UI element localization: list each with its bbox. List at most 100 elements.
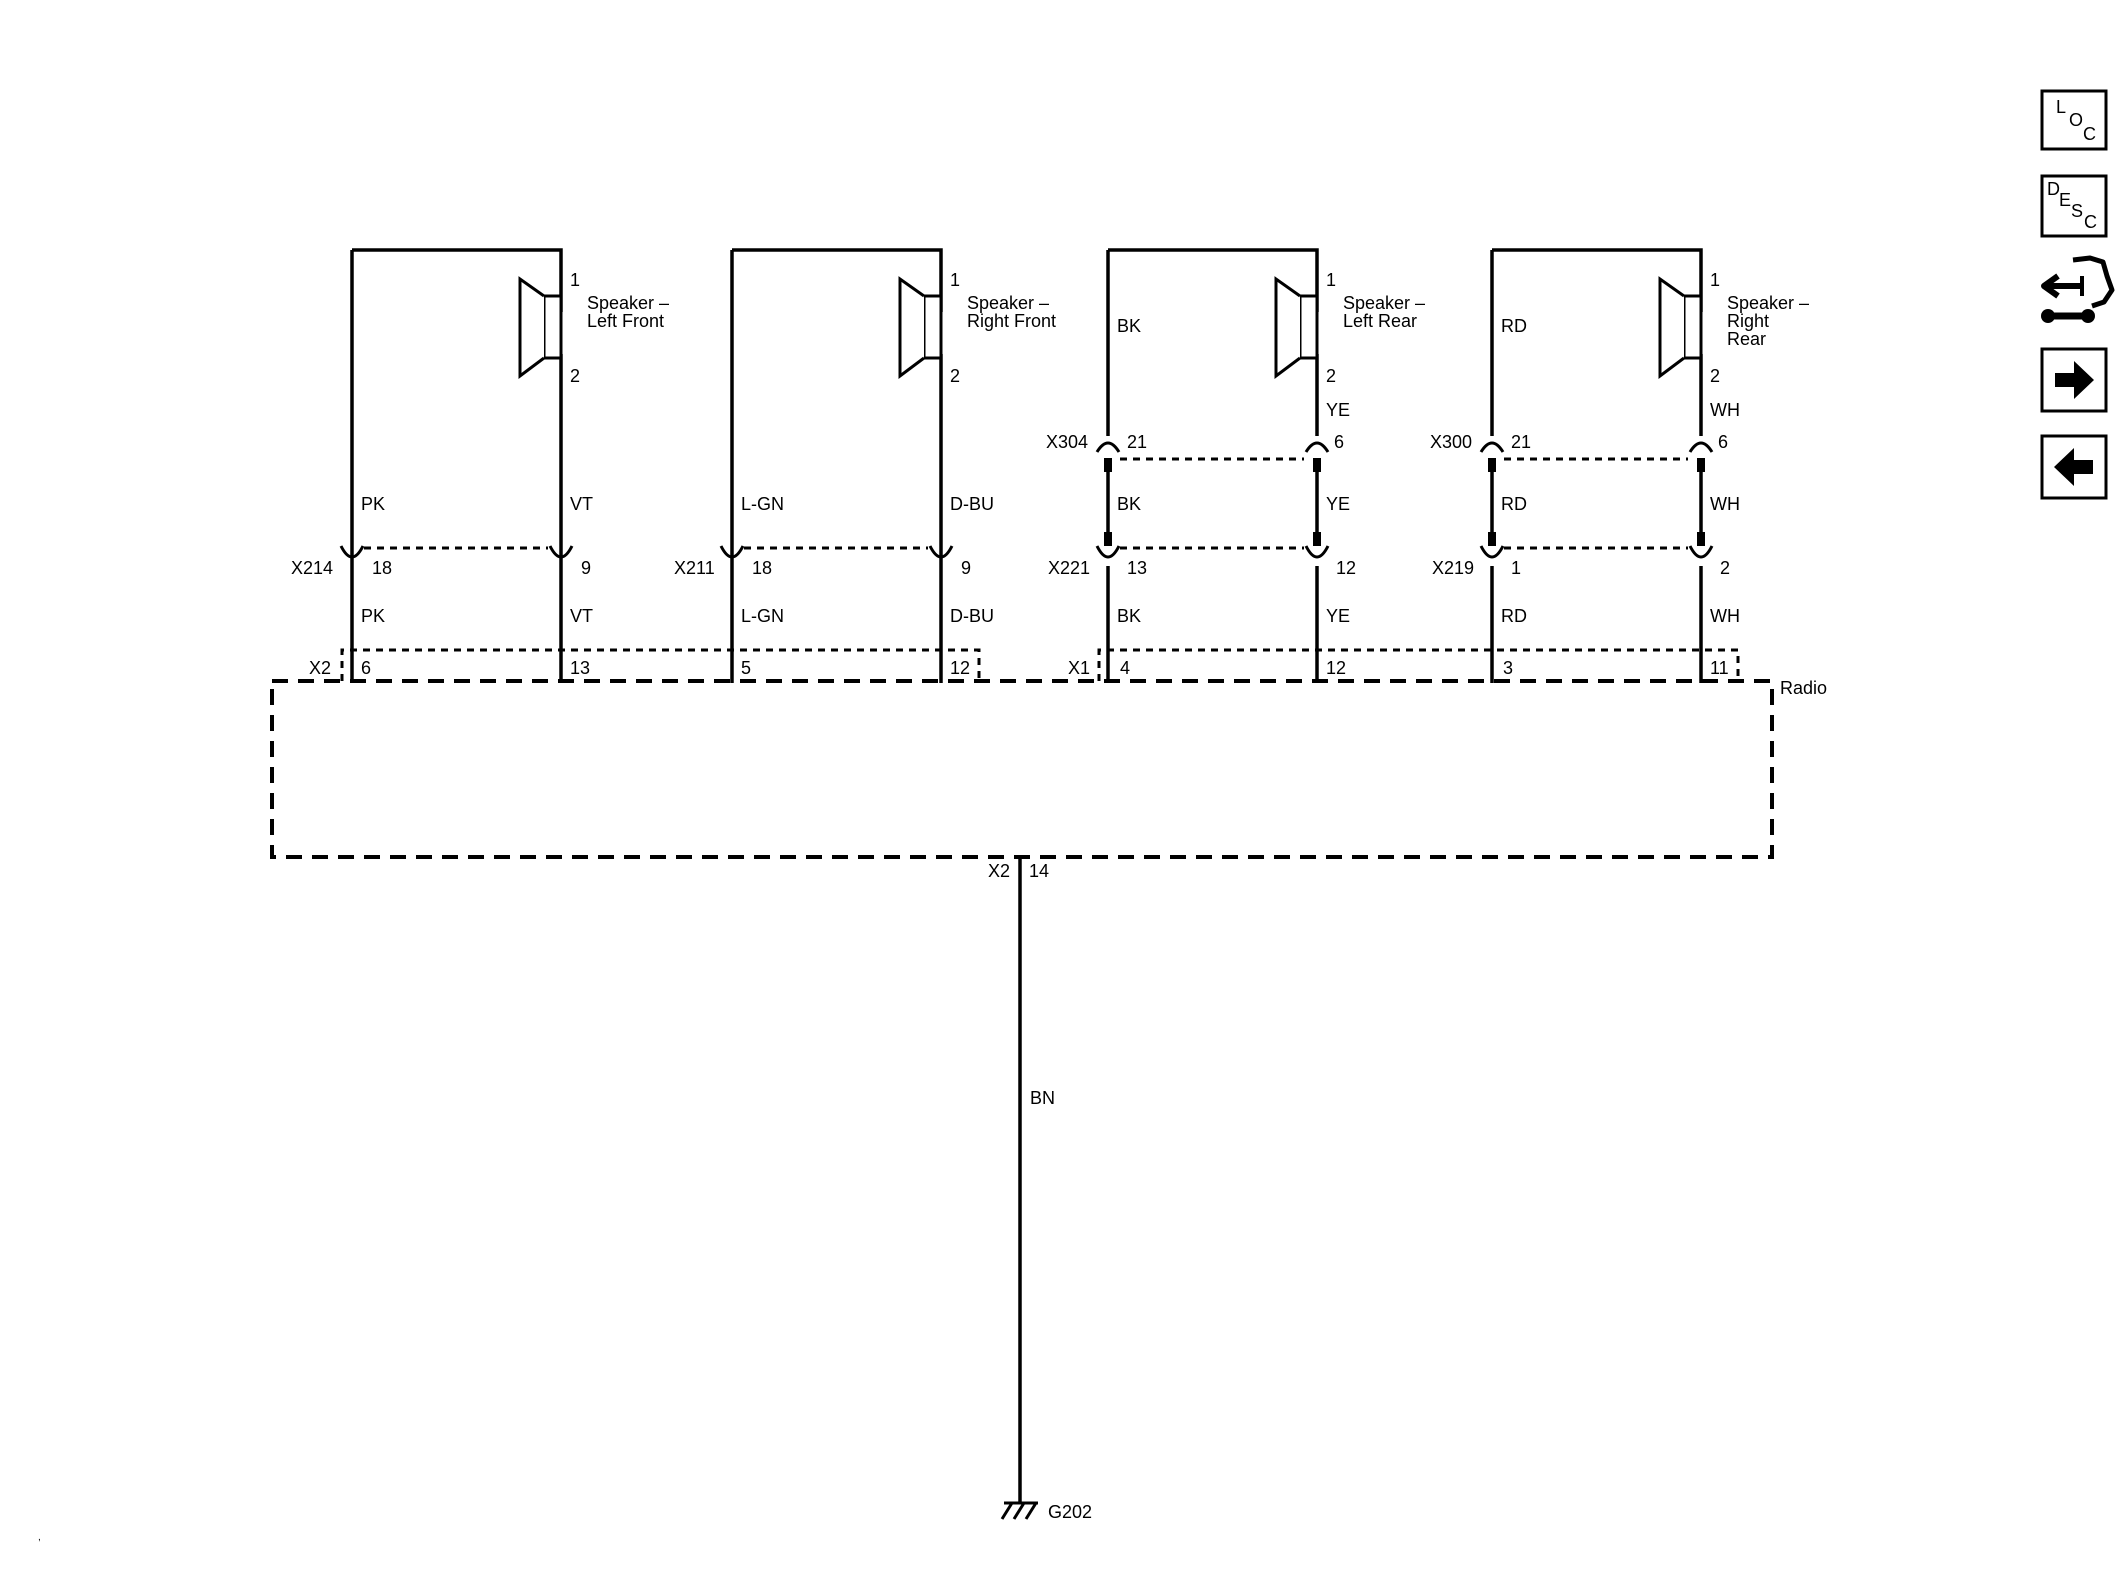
wire-color-label: BK xyxy=(1117,494,1141,514)
connector-x221: X221 13 12 BK YE xyxy=(1048,532,1356,626)
svg-text:C: C xyxy=(2083,124,2096,144)
connector-female-icon xyxy=(1479,441,1505,453)
connector-pin: 12 xyxy=(1336,558,1356,578)
connector-female-icon xyxy=(1688,545,1714,559)
speaker-name: Speaker – xyxy=(967,293,1049,313)
connector-female-icon xyxy=(1304,545,1330,559)
svg-text:O: O xyxy=(2069,110,2083,130)
connector-tools-button[interactable] xyxy=(2041,255,2115,323)
radio-connector-x1: X1 4 12 3 11 xyxy=(1068,648,1740,681)
speaker-icon xyxy=(1274,276,1319,379)
connector-id: X300 xyxy=(1430,432,1472,452)
radio-connector-x2: X2 6 13 5 12 xyxy=(309,648,981,681)
wire-color-label: VT xyxy=(570,494,593,514)
connector-pin: 6 xyxy=(1334,432,1344,452)
connector-x211: X211 18 9 L-GN D-BU L-GN D-BU xyxy=(674,494,994,626)
connector-pin: 13 xyxy=(570,658,590,678)
wire-color-label: YE xyxy=(1326,400,1350,420)
connector-id: X214 xyxy=(291,558,333,578)
connector-male-pin xyxy=(1313,458,1321,472)
connector-pin: 4 xyxy=(1120,658,1130,678)
connector-pin: 12 xyxy=(1326,658,1346,678)
page-mark: , xyxy=(38,1532,41,1543)
speaker-icon xyxy=(898,276,943,379)
ground-id: G202 xyxy=(1048,1502,1092,1522)
connector-pin: 3 xyxy=(1503,658,1513,678)
svg-text:L: L xyxy=(2056,97,2066,117)
connector-pin: 21 xyxy=(1511,432,1531,452)
wire-color-label: YE xyxy=(1326,494,1350,514)
speaker-name: Speaker – xyxy=(587,293,669,313)
connector-pin: 14 xyxy=(1029,861,1049,881)
wire-color-label: D-BU xyxy=(950,606,994,626)
speaker-pin-bottom: 2 xyxy=(1710,366,1720,386)
speaker-icon xyxy=(1658,276,1703,379)
connector-male-pin xyxy=(1697,458,1705,472)
arrow-right-icon xyxy=(2055,361,2094,399)
back-button[interactable] xyxy=(2040,434,2108,500)
connector-tools-icon xyxy=(2041,255,2115,323)
speaker-pin-top: 1 xyxy=(1710,270,1720,290)
connector-pin: 21 xyxy=(1127,432,1147,452)
svg-text:C: C xyxy=(2084,212,2097,232)
connector-pin: 18 xyxy=(372,558,392,578)
wire-color-label: L-GN xyxy=(741,494,784,514)
speaker-left-front-circuit: 1 2 Speaker – Left Front xyxy=(350,248,669,683)
connector-pin: 12 xyxy=(950,658,970,678)
ground-circuit: BN G202 xyxy=(1000,857,1092,1522)
radio-label: Radio xyxy=(1780,678,1827,698)
connector-pin: 9 xyxy=(581,558,591,578)
connector-male-pin xyxy=(1313,532,1321,546)
radio-outline xyxy=(270,679,1774,859)
wire xyxy=(352,248,563,312)
connector-x214: X214 18 9 PK VT PK VT xyxy=(291,494,593,626)
desc-button[interactable]: D E S C xyxy=(2040,174,2108,238)
connector-female-icon xyxy=(1095,441,1121,453)
wire-color-label: WH xyxy=(1710,494,1740,514)
connector-id: X2 xyxy=(309,658,331,678)
wire-color-label: RD xyxy=(1501,316,1527,336)
wire-color-label: RD xyxy=(1501,606,1527,626)
wire-color-label: YE xyxy=(1326,606,1350,626)
speaker-left-rear-circuit: 1 2 Speaker – Left Rear BK YE xyxy=(1106,248,1425,683)
connector-id: X2 xyxy=(988,861,1010,881)
connector-id: X1 xyxy=(1068,658,1090,678)
speaker-name: Rear xyxy=(1727,329,1766,349)
ground-icon xyxy=(1000,1501,1038,1520)
connector-id: X219 xyxy=(1432,558,1474,578)
svg-text:E: E xyxy=(2059,190,2071,210)
connector-id: X221 xyxy=(1048,558,1090,578)
connector-female-icon xyxy=(928,545,954,559)
connector-pin: 18 xyxy=(752,558,772,578)
next-button[interactable] xyxy=(2040,347,2108,413)
connector-female-icon xyxy=(1688,441,1714,453)
svg-text:S: S xyxy=(2071,201,2083,221)
loc-button[interactable]: L O C xyxy=(2040,89,2108,151)
wire-color-label: RD xyxy=(1501,494,1527,514)
connector-pin: 6 xyxy=(361,658,371,678)
speaker-pin-bottom: 2 xyxy=(1326,366,1336,386)
connector-male-pin xyxy=(1104,532,1112,546)
connector-x219: X219 1 2 RD WH xyxy=(1432,532,1740,626)
connector-x300: X300 21 6 RD WH xyxy=(1430,432,1740,514)
svg-text:D: D xyxy=(2047,179,2060,199)
speaker-name: Right Front xyxy=(967,311,1056,331)
connector-female-icon xyxy=(1304,441,1330,453)
radio-module: Radio X2 6 13 5 12 X1 4 12 3 11 X2 14 xyxy=(270,648,1827,881)
speaker-name: Speaker – xyxy=(1343,293,1425,313)
connector-pin: 5 xyxy=(741,658,751,678)
wire xyxy=(732,248,943,312)
connector-male-pin xyxy=(1104,458,1112,472)
connector-female-icon xyxy=(719,545,745,559)
speaker-name: Right xyxy=(1727,311,1769,331)
connector-x304: X304 21 6 BK YE xyxy=(1046,432,1350,514)
connector-female-icon xyxy=(1095,545,1121,559)
loc-icon xyxy=(2040,89,2108,151)
speaker-name: Speaker – xyxy=(1727,293,1809,313)
wire-color-label: D-BU xyxy=(950,494,994,514)
connector-female-icon xyxy=(1479,545,1505,559)
wire-color-label: PK xyxy=(361,494,385,514)
speaker-pin-top: 1 xyxy=(950,270,960,290)
connector-female-icon xyxy=(339,545,365,559)
